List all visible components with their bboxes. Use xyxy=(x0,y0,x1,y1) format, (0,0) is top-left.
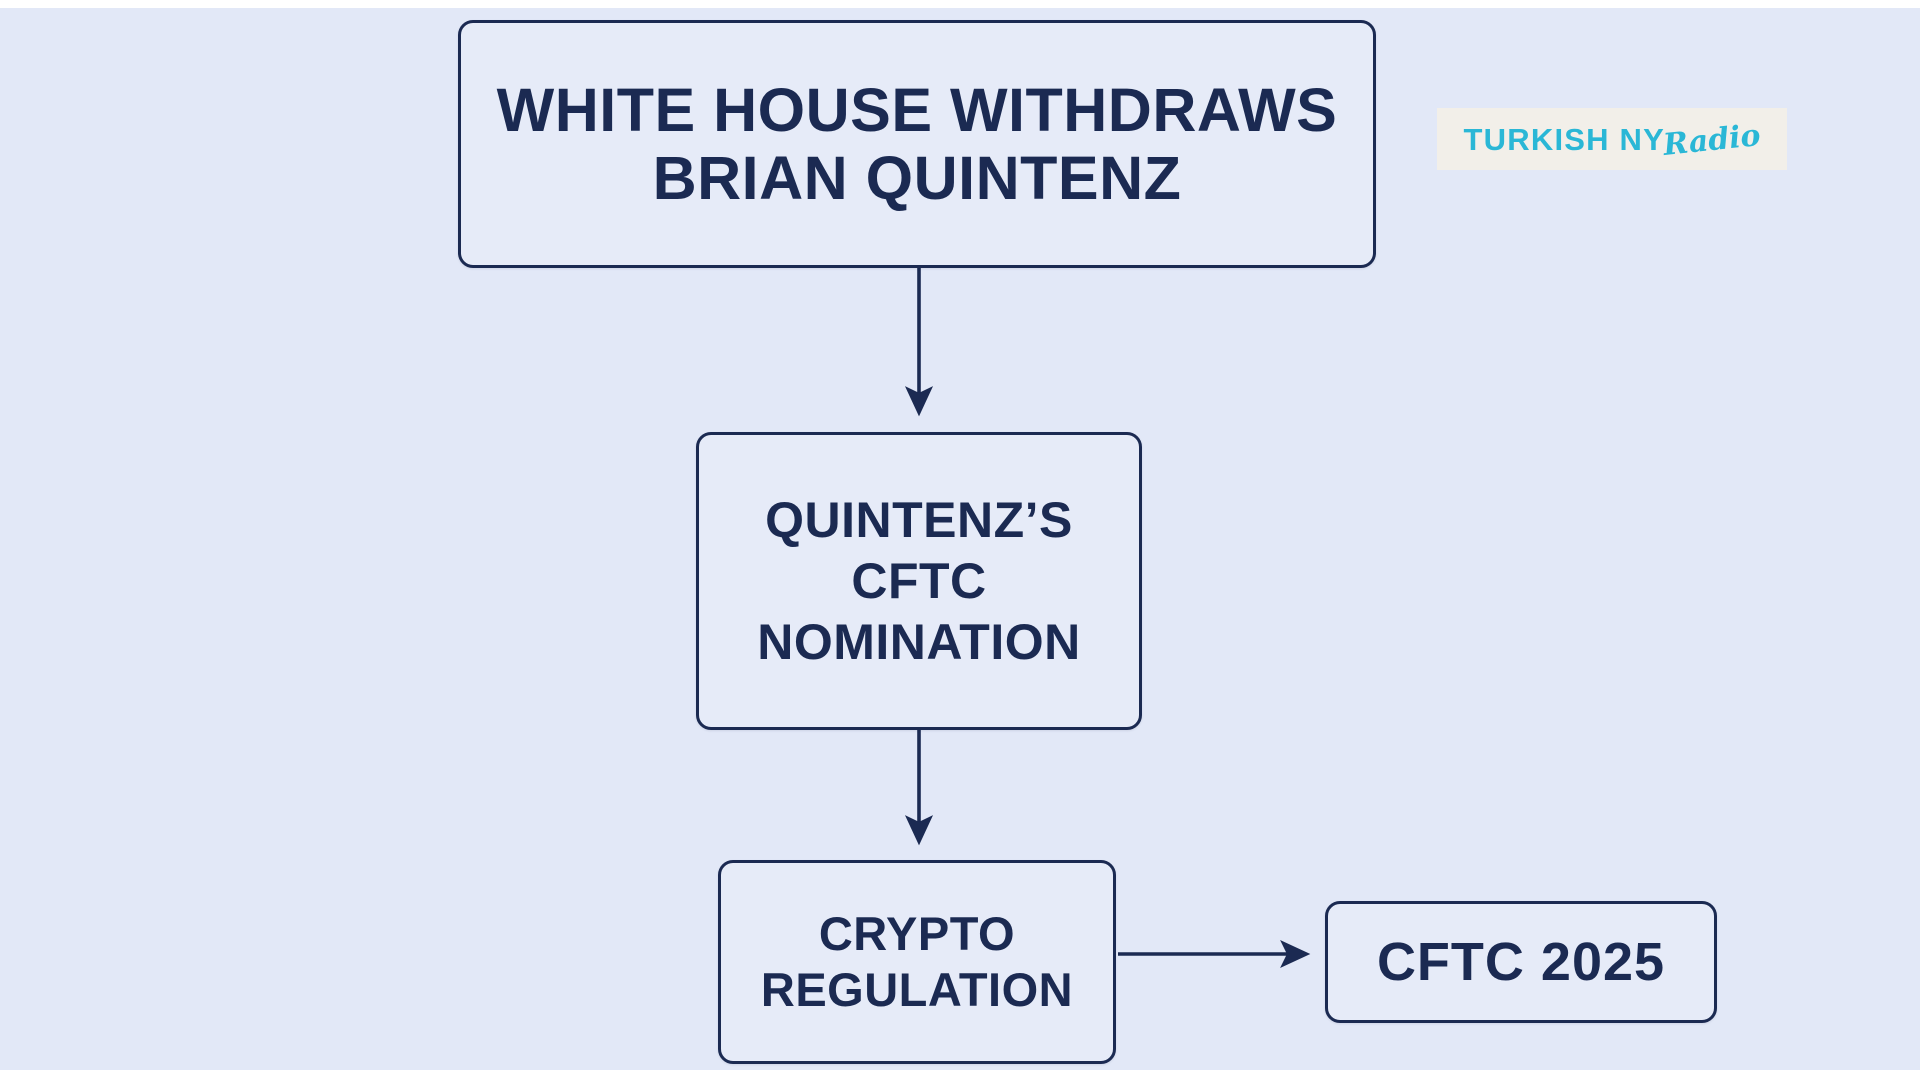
logo-script-text: Radio xyxy=(1661,117,1763,163)
node-headline-label: WHITE HOUSE WITHDRAWS BRIAN QUINTENZ xyxy=(496,75,1338,212)
node-cftc-label: CFTC 2025 xyxy=(1376,931,1666,992)
turkish-ny-radio-logo: TURKISH NY Radio xyxy=(1437,108,1787,170)
node-crypto-label: CRYPTO REGULATION xyxy=(760,906,1074,1016)
node-crypto-regulation[interactable]: CRYPTO REGULATION xyxy=(718,860,1116,1064)
node-cftc-2025[interactable]: CFTC 2025 xyxy=(1325,901,1717,1023)
node-quintenz-cftc-nomination[interactable]: QUINTENZ’S CFTC NOMINATION xyxy=(696,432,1142,730)
node-white-house-withdraws-brian-quintenz[interactable]: WHITE HOUSE WITHDRAWS BRIAN QUINTENZ xyxy=(458,20,1376,268)
diagram-canvas: WHITE HOUSE WITHDRAWS BRIAN QUINTENZ QUI… xyxy=(0,8,1920,1070)
node-nomination-label: QUINTENZ’S CFTC NOMINATION xyxy=(757,491,1081,670)
logo-primary-text: TURKISH NY xyxy=(1463,121,1665,157)
